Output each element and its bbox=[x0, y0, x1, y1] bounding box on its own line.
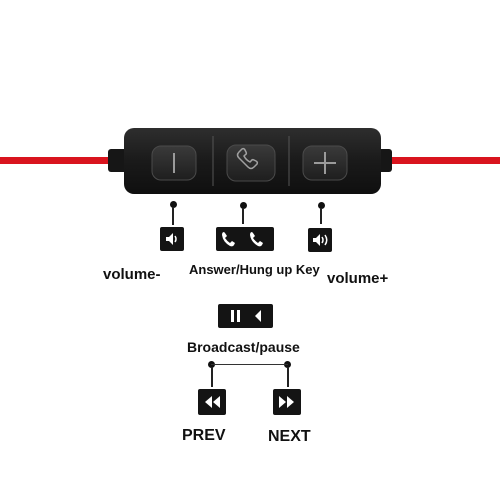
volume-up-button[interactable] bbox=[302, 145, 348, 181]
pointer-line bbox=[172, 207, 174, 225]
volume-down-button[interactable] bbox=[151, 145, 197, 181]
remote-control-illustration bbox=[0, 128, 500, 194]
label-prev: PREV bbox=[182, 427, 226, 444]
pointer-line bbox=[287, 367, 289, 387]
rewind-icon bbox=[198, 389, 226, 415]
speaker-high-icon bbox=[308, 228, 332, 252]
pointer-line bbox=[211, 367, 213, 387]
pointer-dot-volume-up bbox=[318, 202, 325, 209]
label-volume-up: volume+ bbox=[327, 270, 389, 287]
phone-double-icon bbox=[216, 227, 274, 251]
pointer-dot-answer bbox=[240, 202, 247, 209]
answer-button[interactable] bbox=[226, 144, 276, 182]
pointer-dot-volume-down bbox=[170, 201, 177, 208]
label-answer: Answer/Hung up Key bbox=[189, 262, 320, 277]
play-pause-icon bbox=[218, 304, 273, 328]
label-next: NEXT bbox=[268, 428, 311, 445]
right-cable bbox=[385, 157, 500, 164]
left-cable bbox=[0, 157, 115, 164]
speaker-low-icon bbox=[160, 227, 184, 251]
fast-forward-icon bbox=[273, 389, 301, 415]
phone-icon bbox=[236, 147, 259, 170]
pointer-line bbox=[320, 208, 322, 224]
connector-line bbox=[211, 364, 288, 365]
pointer-line bbox=[242, 208, 244, 224]
label-broadcast: Broadcast/pause bbox=[187, 339, 300, 355]
label-volume-down: volume- bbox=[103, 266, 161, 283]
